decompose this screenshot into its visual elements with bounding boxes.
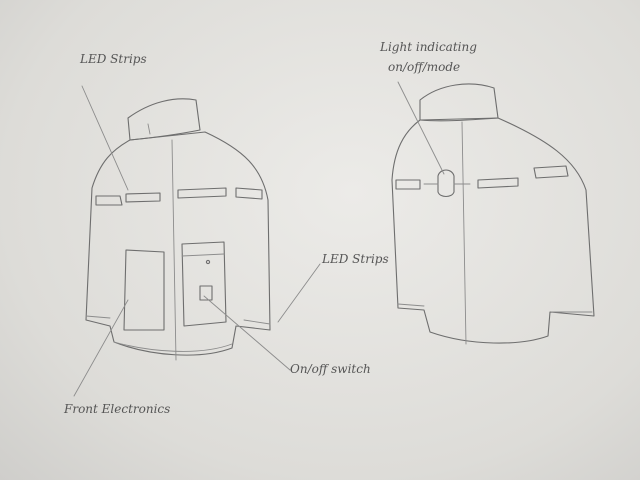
back-cuff-left xyxy=(398,304,424,306)
back-indicator-light xyxy=(438,170,454,197)
label-led-strips-left: LED Strips xyxy=(80,52,147,66)
front-jacket xyxy=(86,99,270,360)
front-cuff-left xyxy=(86,316,110,318)
front-led-strip-chest xyxy=(126,193,160,202)
front-pocket-flap xyxy=(182,254,224,256)
front-led-strip-right-sleeve xyxy=(236,188,262,199)
leader-on-off-switch xyxy=(204,296,290,370)
front-collar-zip xyxy=(148,124,150,134)
back-body xyxy=(392,118,594,343)
back-collar xyxy=(420,84,498,121)
back-jacket xyxy=(392,84,594,344)
front-pocket-button xyxy=(206,260,209,263)
front-left-pocket xyxy=(124,250,164,330)
back-led-strip-left xyxy=(396,180,420,189)
front-zipper-line xyxy=(172,140,176,360)
back-seam xyxy=(462,122,466,344)
label-light-indicating-line2: on/off/mode xyxy=(388,60,460,74)
leader-led-strips-right xyxy=(278,264,320,322)
back-led-strip-center-right xyxy=(478,178,518,188)
front-body xyxy=(86,132,270,355)
leader-front-electronics xyxy=(74,300,128,396)
leader-led-strips-left xyxy=(82,86,128,190)
front-led-strip-left xyxy=(96,196,122,205)
label-front-electronics: Front Electronics xyxy=(64,402,170,416)
label-on-off-switch: On/off switch xyxy=(290,362,371,376)
label-light-indicating-line1: Light indicating xyxy=(380,40,477,54)
front-led-strip-chest-right xyxy=(178,188,226,198)
leader-light-indicating xyxy=(398,82,444,174)
front-hem xyxy=(114,342,232,351)
back-led-strip-right xyxy=(534,166,568,178)
front-cuff-right xyxy=(244,320,270,324)
label-led-strips-right: LED Strips xyxy=(322,252,389,266)
